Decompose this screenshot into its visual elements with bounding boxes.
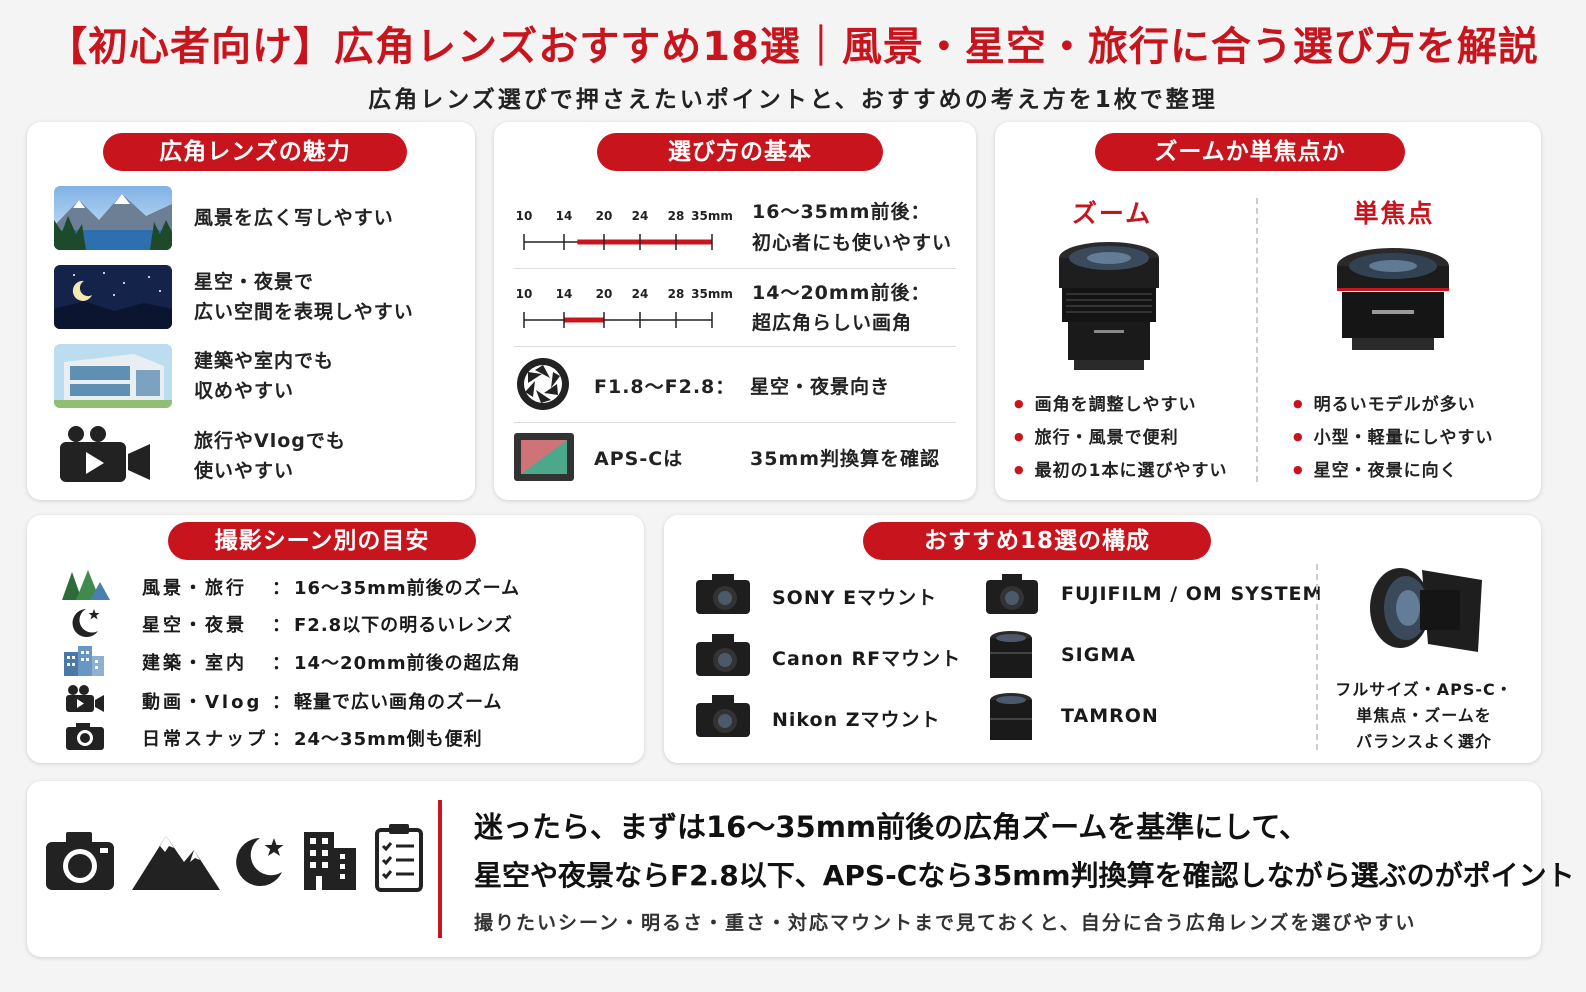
lens-icon — [988, 630, 1034, 686]
scene-row-snap: 日常スナップ ： 24〜35mm側も便利 — [60, 721, 483, 755]
lineup-nikon: Nikon Zマウント — [772, 709, 941, 731]
moon-star-icon — [232, 832, 288, 896]
scale-tick-label: 35mm — [691, 209, 733, 223]
trees-icon — [60, 568, 142, 606]
prime-lens-icon — [1332, 244, 1454, 362]
scale-tick-label: 10 — [516, 209, 533, 223]
zoom-prime-heading: ズームか単焦点か — [1095, 133, 1405, 171]
camera-body-icon — [694, 632, 752, 682]
video-camera-icon — [54, 424, 172, 488]
appeal-text-4a: 旅行やVlogでも — [194, 430, 346, 452]
page-subtitle: 広角レンズ選びで押さえたいポイントと、おすすめの考え方を1枚で整理 — [368, 87, 1218, 113]
appeal-text-1a: 風景を広く写しやすい — [194, 207, 394, 229]
movie-camera-icon — [60, 684, 142, 718]
checklist-icon — [374, 822, 424, 896]
prime-bullet-3: 星空・夜景に向く — [1293, 456, 1458, 481]
appeal-item-vlog: 旅行やVlogでも 使いやすい — [54, 424, 346, 488]
appeal-text-3b: 収めやすい — [194, 380, 295, 402]
zoom-lens-icon — [1054, 238, 1164, 378]
lineup-tamron: TAMRON — [1061, 705, 1159, 727]
summary-card — [27, 781, 1541, 957]
focal-scale-svg: 10 14 20 24 28 35mm — [516, 209, 733, 250]
lineup-fujifilm: FUJIFILM / OM SYSTEM — [1061, 583, 1323, 605]
range-2-line1: 14〜20mm前後： — [752, 282, 931, 304]
prime-bullet-2: 小型・軽量にしやすい — [1293, 423, 1493, 448]
moon-star-icon — [60, 605, 142, 643]
scale-tick-label: 24 — [632, 209, 649, 223]
summary-icons — [44, 822, 424, 896]
scale-tick-label: 28 — [668, 287, 685, 301]
scene-row-building: 建築・室内 ： 14〜20mm前後の超広角 — [60, 645, 521, 679]
camera-body-icon — [984, 572, 1040, 620]
zoom-bullet-3: 最初の1本に選びやすい — [1014, 456, 1227, 481]
scale-tick-label: 28 — [668, 209, 685, 223]
scale-tick-label: 24 — [632, 287, 649, 301]
sensor-icon — [513, 432, 575, 486]
aperture-icon — [515, 356, 571, 416]
lineup-note: フルサイズ・APS-C・ 単焦点・ズームを バランスよく選介 — [1335, 680, 1513, 751]
lineup-heading: おすすめ18選の構成 — [863, 522, 1211, 560]
camera-body-icon — [694, 693, 752, 743]
range-2-line2: 超広角らしい画角 — [752, 312, 913, 334]
focal-scale-svg: 10 14 20 24 28 35mm — [516, 287, 733, 328]
mountain-icon — [132, 830, 220, 896]
sensor-value: 35mm判換算を確認 — [750, 448, 941, 470]
buildings-icon — [60, 644, 142, 680]
scale-tick-label: 20 — [596, 287, 613, 301]
basics-card — [494, 122, 976, 500]
summary-line-2: 星空や夜景ならF2.8以下、APS-Cなら35mm判換算を確認しながら選ぶのがポ… — [474, 859, 1575, 892]
lineup-sigma: SIGMA — [1061, 644, 1136, 666]
wide-lens-hood-icon — [1362, 560, 1488, 664]
camera-icon — [44, 830, 116, 896]
appeal-text-4b: 使いやすい — [194, 460, 295, 482]
night-sky-photo — [54, 265, 172, 329]
lineup-canon: Canon RFマウント — [772, 648, 962, 670]
sensor-label: APS-Cは — [594, 448, 684, 470]
lineup-sony: SONY Eマウント — [772, 587, 938, 609]
appeal-item-night: 星空・夜景で 広い空間を表現しやすい — [54, 265, 414, 329]
zoom-title: ズーム — [1071, 199, 1153, 228]
page-title: 【初心者向け】広角レンズおすすめ18選｜風景・星空・旅行に合う選び方を解説 — [47, 24, 1539, 70]
basics-heading: 選び方の基本 — [597, 133, 883, 171]
appeal-item-building: 建築や室内でも 収めやすい — [54, 344, 334, 408]
scale-tick-label: 10 — [516, 287, 533, 301]
range-scale-2: 10 14 20 24 28 35mm — [512, 282, 742, 334]
scene-row-video: 動画・Vlog ： 軽量で広い画角のズーム — [60, 684, 502, 718]
summary-divider — [438, 800, 442, 938]
summary-sub: 撮りたいシーン・明るさ・重さ・対応マウントまで見ておくと、自分に合う広角レンズを… — [474, 912, 1417, 934]
summary-line-1: 迷ったら、まずは16〜35mm前後の広角ズームを基準にして、 — [474, 810, 1308, 844]
scale-tick-label: 20 — [596, 209, 613, 223]
appeal-text-2a: 星空・夜景で — [194, 271, 315, 293]
scale-tick-label: 14 — [556, 287, 573, 301]
aperture-value: 星空・夜景向き — [750, 376, 891, 398]
range-1-line1: 16〜35mm前後： — [752, 201, 931, 223]
prime-title: 単焦点 — [1353, 199, 1435, 228]
range-1-line2: 初心者にも使いやすい — [752, 232, 953, 254]
scene-row-night: 星空・夜景 ： F2.8以下の明るいレンズ — [60, 607, 513, 641]
building-photo — [54, 344, 172, 408]
range-scale-1: 10 14 20 24 28 35mm — [512, 204, 742, 256]
zoom-bullet-2: 旅行・風景で便利 — [1014, 423, 1179, 448]
camera-icon — [60, 721, 142, 755]
scene-row-landscape: 風景・旅行 ： 16〜35mm前後のズーム — [60, 570, 520, 604]
appeal-text-3a: 建築や室内でも — [194, 350, 335, 372]
scenes-heading: 撮影シーン別の目安 — [168, 522, 476, 560]
scale-tick-label: 14 — [556, 209, 573, 223]
appeal-text-2b: 広い空間を表現しやすい — [194, 301, 414, 323]
scale-tick-label: 35mm — [691, 287, 733, 301]
camera-body-icon — [694, 572, 752, 620]
appeal-heading: 広角レンズの魅力 — [103, 133, 407, 171]
zoom-bullet-1: 画角を調整しやすい — [1014, 390, 1196, 415]
building-icon — [302, 828, 358, 896]
lens-icon — [988, 692, 1034, 748]
appeal-item-landscape: 風景を広く写しやすい — [54, 186, 394, 250]
mountain-lake-photo — [54, 186, 172, 250]
aperture-label: F1.8〜F2.8： — [594, 376, 736, 398]
prime-bullet-1: 明るいモデルが多い — [1293, 390, 1476, 415]
